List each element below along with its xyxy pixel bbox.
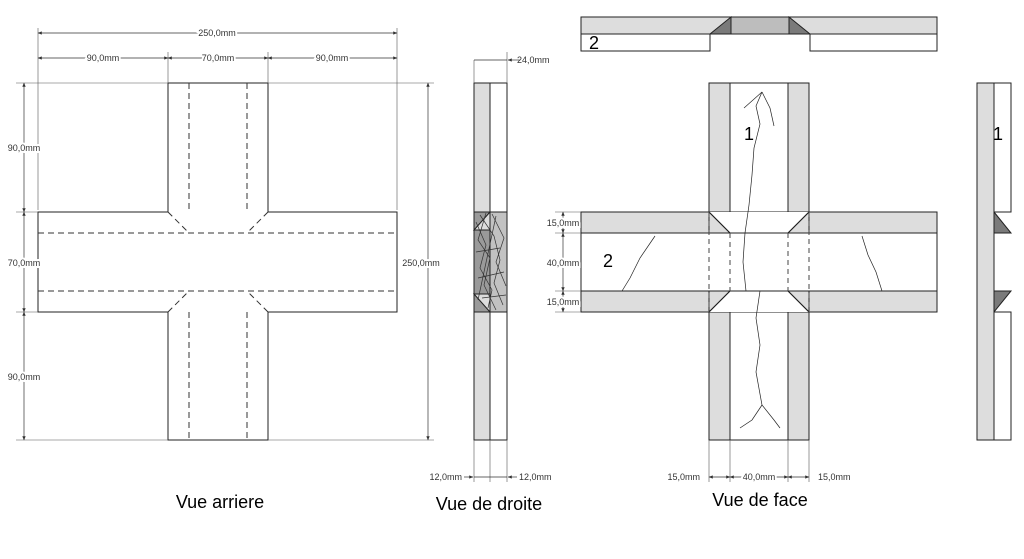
caption-front-view: Vue de face <box>712 490 807 510</box>
front-view <box>555 82 938 482</box>
label-front-vertical-part: 1 <box>744 124 754 144</box>
top-center-block <box>730 16 790 35</box>
right-dimension-labels: 24,0mm 12,0mm 12,0mm <box>429 55 551 482</box>
caption-right-view: Vue de droite <box>436 494 542 514</box>
dim-front-right-band: 15,0mm <box>818 472 851 482</box>
dim-front-middle-band: 40,0mm <box>547 258 580 268</box>
dim-rear-middle-height: 70,0mm <box>8 258 41 268</box>
far-right-bevel-top <box>993 210 1013 234</box>
front-dimension-labels: 15,0mm 40,0mm 15,0mm 15,0mm 40,0mm 15,0m… <box>545 216 851 484</box>
dim-front-center-band: 40,0mm <box>743 472 776 482</box>
dim-front-left-band: 15,0mm <box>667 472 700 482</box>
rear-dimension-labels: 250,0mm 90,0mm 70,0mm 90,0mm 90,0mm 70,0… <box>6 26 442 384</box>
dim-rear-bottom-height: 90,0mm <box>8 372 41 382</box>
rear-view <box>16 28 434 441</box>
far-right-bevel-bottom <box>993 290 1013 314</box>
label-top-view-part: 2 <box>589 33 599 53</box>
top-bevel-right <box>788 15 812 35</box>
rear-hidden-lines <box>38 83 397 440</box>
front-crack-lines <box>621 91 883 429</box>
right-view <box>464 52 520 482</box>
label-front-horizontal-part: 2 <box>603 251 613 271</box>
dim-rear-center: 70,0mm <box>202 53 235 63</box>
dim-front-lower-band: 15,0mm <box>547 297 580 307</box>
rear-cross-outline <box>37 82 398 441</box>
dim-rear-top-height: 90,0mm <box>8 143 41 153</box>
dim-front-upper-band: 15,0mm <box>547 218 580 228</box>
dim-side-left-thickness: 12,0mm <box>429 472 462 482</box>
dim-rear-left-arm: 90,0mm <box>87 53 120 63</box>
label-far-right-part: 1 <box>993 124 1003 144</box>
dim-side-right-thickness: 12,0mm <box>519 472 552 482</box>
caption-rear-view: Vue arriere <box>176 492 264 512</box>
dim-side-total-thickness: 24,0mm <box>517 55 550 65</box>
right-bevel-top <box>472 210 491 231</box>
dim-rear-right-arm: 90,0mm <box>316 53 349 63</box>
right-crack-lines <box>475 212 507 311</box>
top-view <box>580 15 938 52</box>
dim-rear-total-width: 250,0mm <box>198 28 236 38</box>
far-right-view <box>976 82 1013 441</box>
dim-rear-total-height: 250,0mm <box>402 258 440 268</box>
